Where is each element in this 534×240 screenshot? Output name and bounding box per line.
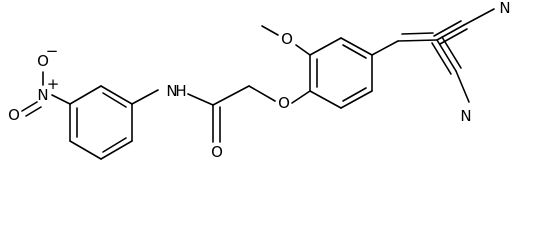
bond	[212, 85, 250, 106]
bond	[340, 37, 373, 56]
bond	[342, 44, 367, 59]
ether-linkage: O	[248, 85, 311, 112]
nitro-oxygen-bottom-label: O	[8, 106, 20, 124]
ether-oxygen-label: O	[278, 94, 290, 112]
nitrile-nitrogen-top-label: N	[499, 0, 510, 17]
nitrophenyl-ring	[69, 85, 133, 160]
amide-hydrogen-label: H	[175, 82, 186, 100]
bond	[436, 39, 457, 72]
chemical-structure-diagram: N + O − O N H O O O	[8, 0, 511, 161]
bond	[342, 87, 367, 102]
bond	[100, 140, 133, 160]
bond	[309, 90, 342, 109]
bond	[441, 36, 462, 69]
nitrile-nitrogen-bottom-label: N	[460, 107, 471, 125]
dicyanovinyl-group: N N	[371, 0, 511, 125]
bond	[69, 140, 102, 160]
bond	[100, 85, 133, 105]
bond	[463, 8, 495, 26]
nitro-oxygen-top-label: O	[37, 52, 49, 70]
bond	[433, 20, 462, 37]
nitro-nitrogen-label: N	[37, 86, 48, 104]
bond	[261, 25, 279, 36]
nitro-nitrogen-charge: +	[47, 75, 60, 93]
nitro-oxygen-top-charge: −	[46, 42, 59, 60]
bond	[295, 44, 311, 56]
bond	[102, 92, 127, 108]
bond	[455, 70, 470, 103]
bond	[25, 106, 42, 117]
nitro-group: N + O − O	[8, 42, 71, 124]
bond	[131, 89, 159, 105]
amide-nitrogen-label: N	[166, 82, 177, 100]
bond	[51, 94, 71, 105]
amide-linkage: N H O	[131, 82, 250, 161]
bond	[401, 32, 434, 35]
bond	[291, 90, 311, 104]
methoxyphenyl-ring	[309, 37, 373, 109]
bond	[340, 90, 373, 109]
bond	[371, 40, 399, 56]
bond	[21, 101, 38, 112]
methoxy-group: O	[261, 25, 311, 56]
methoxy-oxygen-label: O	[281, 30, 293, 48]
amide-oxygen-label: O	[211, 143, 223, 161]
bond	[102, 137, 127, 153]
bond	[69, 85, 102, 105]
bond	[431, 42, 452, 75]
bond	[187, 93, 214, 106]
bond	[248, 85, 276, 102]
bond	[309, 37, 342, 56]
bond	[397, 39, 438, 42]
